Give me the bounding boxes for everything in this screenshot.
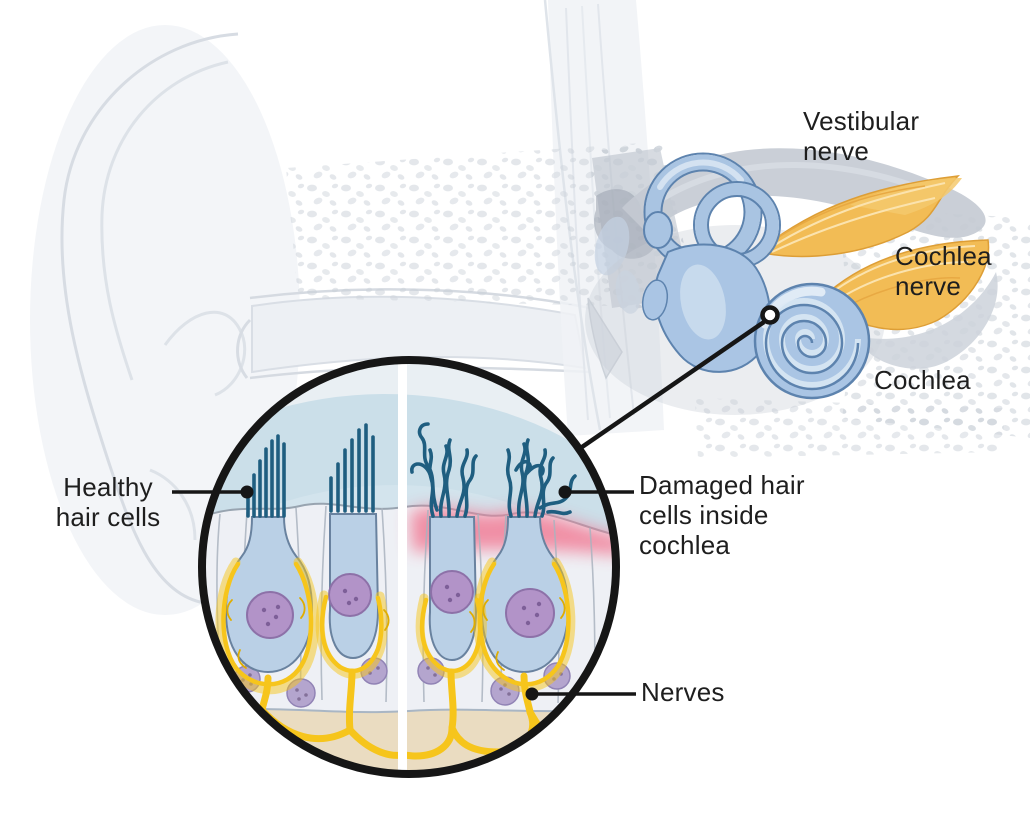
damaged-leader-dot bbox=[558, 485, 572, 499]
hair-cell-nuclei bbox=[246, 570, 555, 639]
label-cochlea: Cochlea bbox=[874, 365, 971, 395]
damaged-stereocilia bbox=[410, 422, 577, 518]
cochlea-inset-leader bbox=[564, 305, 780, 460]
healthy-leader-dot bbox=[240, 485, 254, 499]
label-leaders bbox=[172, 485, 636, 701]
label-cochlea-nerve: Cochlea nerve bbox=[895, 241, 992, 302]
cochlear-nerve-bundle bbox=[820, 239, 990, 331]
label-nerves: Nerves bbox=[641, 677, 725, 707]
inner-ear-illustration bbox=[564, 148, 998, 460]
inset-circle bbox=[198, 356, 620, 778]
vestibular-nerve-bundle bbox=[756, 175, 962, 258]
nerves-leader-dot bbox=[525, 687, 539, 701]
label-healthy-hair-cells: Healthy hair cells bbox=[55, 472, 161, 533]
inset-divider bbox=[398, 361, 407, 773]
cochlea-spiral bbox=[753, 282, 871, 400]
label-vestibular-nerve: Vestibular nerve bbox=[803, 106, 920, 167]
label-damaged-hair-cells: Damaged hair cells inside cochlea bbox=[639, 470, 805, 561]
inset-border bbox=[198, 356, 620, 778]
healthy-stereocilia bbox=[246, 423, 375, 518]
